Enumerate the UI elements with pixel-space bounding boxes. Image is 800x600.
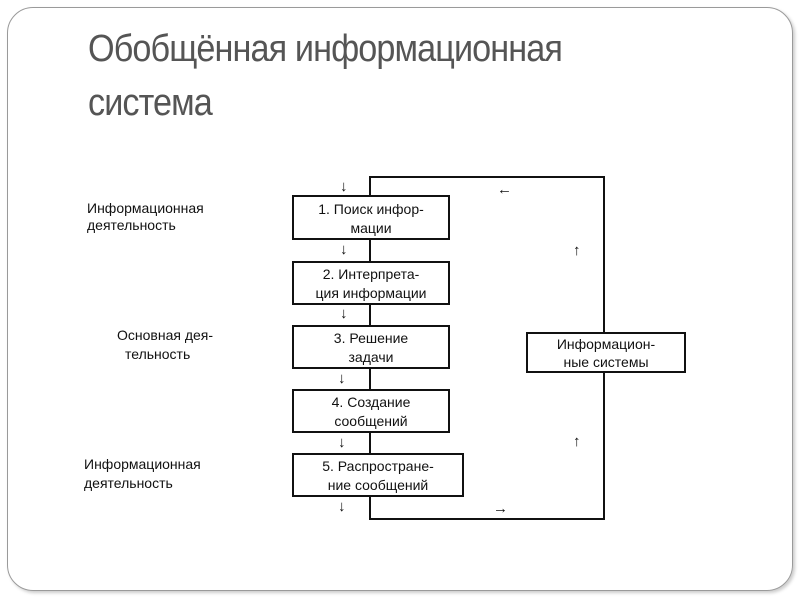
arrow-left-icon: ← — [497, 181, 512, 198]
arrow-up-icon: ↑ — [573, 242, 581, 259]
arrow-down-icon: ↓ — [338, 434, 346, 451]
title-line-1: Обобщённая информационная — [88, 28, 563, 70]
diagram-text: ние сообщений — [328, 477, 429, 493]
slide-title: Обобщённая информационная система — [88, 22, 563, 130]
diagram-text: Информационная — [87, 200, 204, 216]
slide-frame — [7, 7, 793, 591]
arrow-down-icon: ↓ — [340, 178, 348, 195]
arrow-right-icon: → — [493, 500, 508, 517]
arrow-up-icon: ↑ — [573, 433, 581, 450]
step-box-2: 2. Интерпрета- ция информации — [292, 261, 450, 305]
diagram-text: сообщений — [334, 413, 407, 429]
step-box-3: 3. Решение задачи — [292, 325, 450, 369]
step-box-4: 4. Создание сообщений — [292, 389, 450, 433]
diagram-text: мации — [350, 220, 391, 236]
side-label-information-activity-bottom: Информационная деятельность — [84, 456, 201, 491]
diagram-text: 3. Решение — [334, 330, 409, 346]
diagram-text: деятельность — [84, 475, 173, 491]
step-box-1: 1. Поиск инфор- мации — [292, 195, 450, 240]
diagram-text: 5. Распростране- — [322, 458, 434, 474]
information-systems-box: Информацион- ные системы — [526, 332, 686, 373]
down-arrows: ↓ ↓ ↓ ↓ ↓ ↓ — [338, 178, 348, 515]
diagram-text: Информационная — [84, 456, 201, 472]
step-box-5: 5. Распростране- ние сообщений — [292, 453, 464, 497]
diagram-text: тельность — [125, 346, 190, 362]
arrow-down-icon: ↓ — [340, 305, 348, 322]
diagram-text: 2. Интерпрета- — [323, 266, 420, 282]
diagram-text: 4. Создание — [332, 394, 411, 410]
diagram-text: 1. Поиск инфор- — [318, 201, 424, 217]
diagram-text: Информацион- — [557, 336, 656, 352]
diagram-text: деятельность — [87, 217, 176, 233]
diagram-text: ция информации — [315, 285, 426, 301]
diagram-text: Основная дея- — [117, 327, 213, 343]
arrow-down-icon: ↓ — [340, 241, 348, 258]
diagram-text: ные системы — [563, 354, 648, 370]
arrow-down-icon: ↓ — [338, 498, 346, 515]
arrow-down-icon: ↓ — [338, 370, 346, 387]
side-label-information-activity-top: Информационная деятельность — [87, 200, 204, 233]
diagram-text: задачи — [349, 349, 394, 365]
title-line-2: система — [88, 82, 213, 124]
side-label-main-activity: Основная дея- тельность — [117, 327, 213, 362]
